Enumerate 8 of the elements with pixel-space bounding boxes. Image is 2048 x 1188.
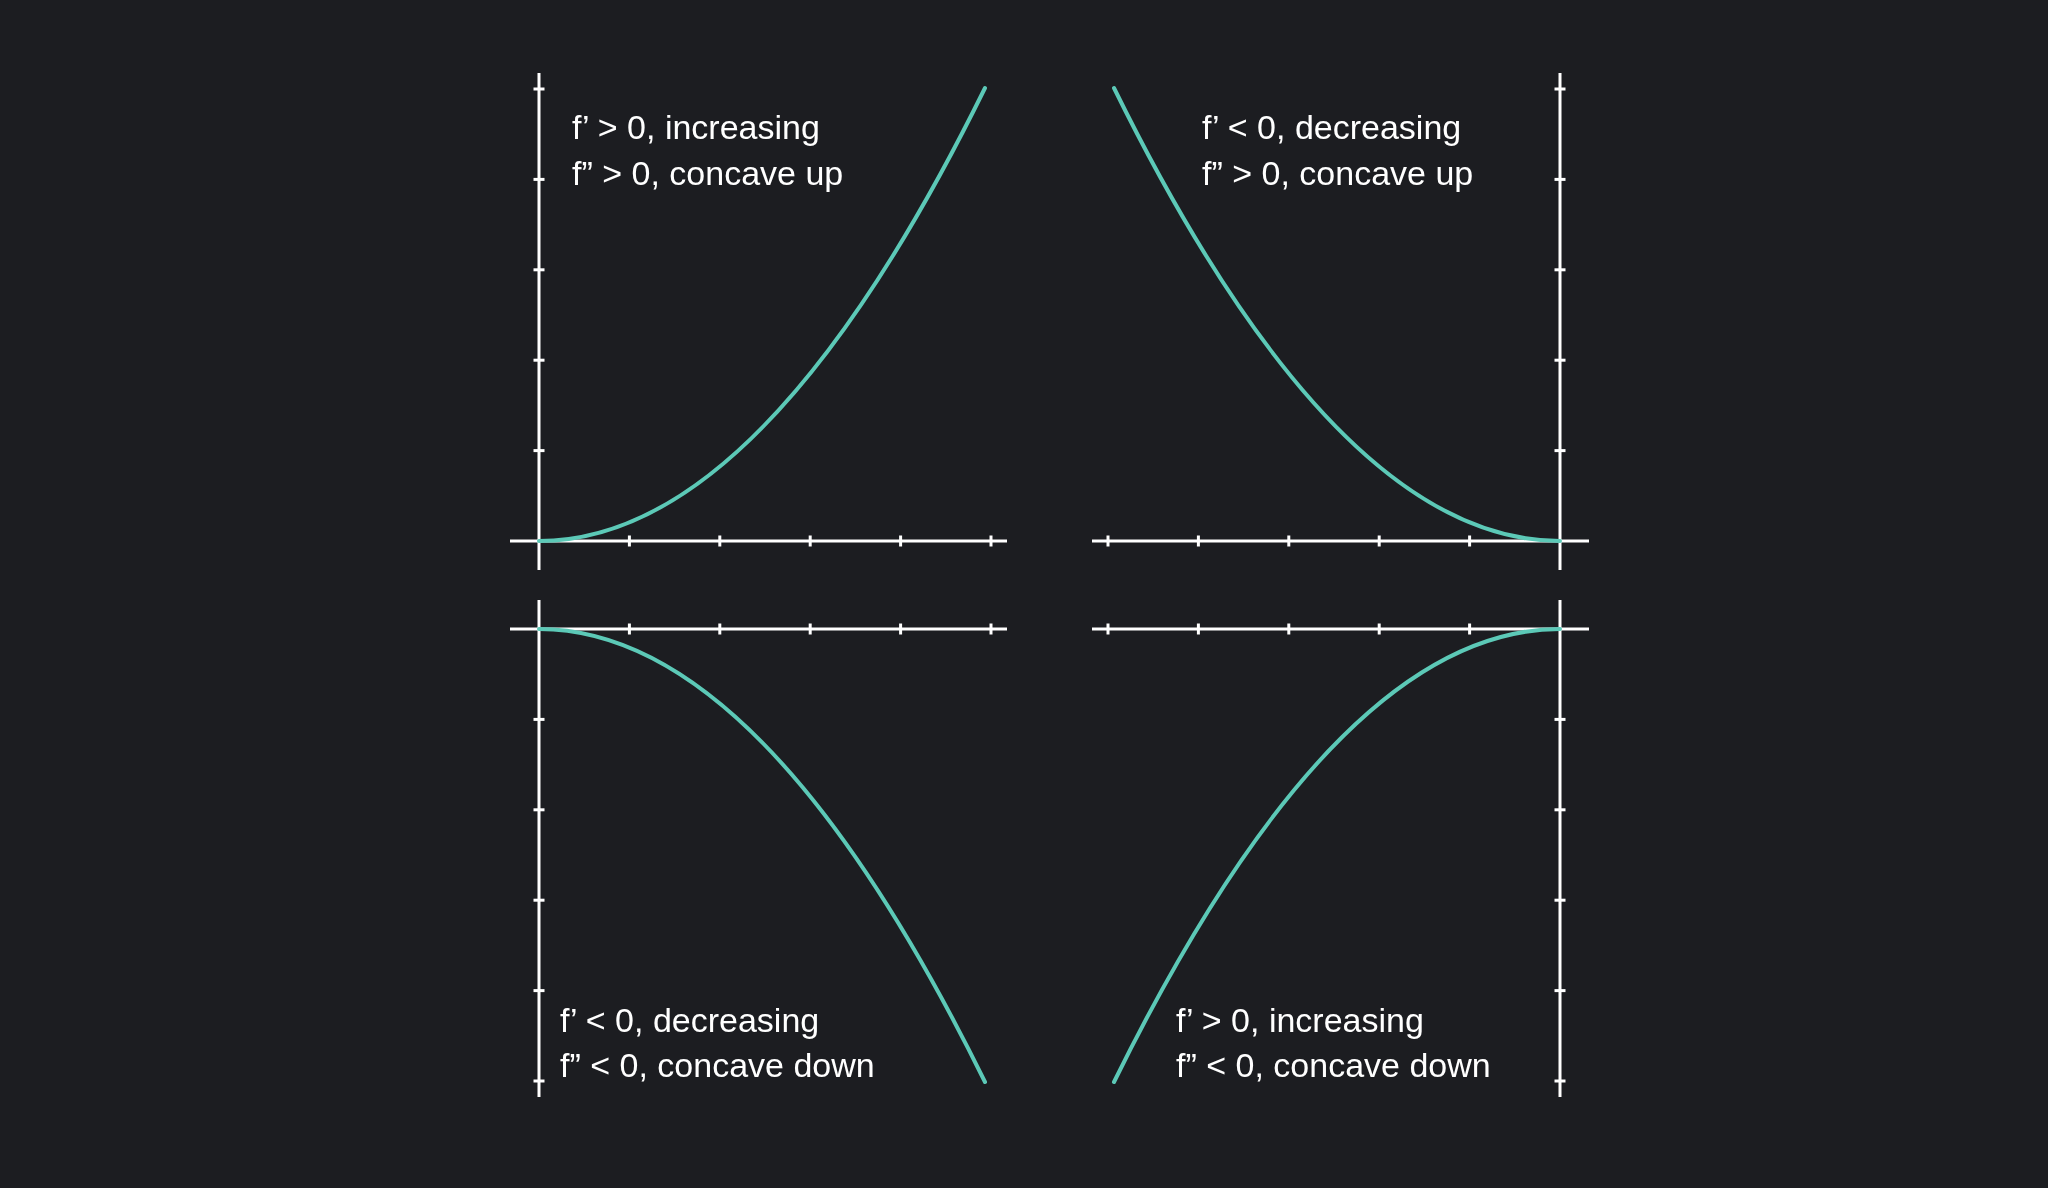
condition-label: f” < 0, concave down [1176, 1045, 1491, 1085]
condition-label: f” < 0, concave down [560, 1045, 875, 1085]
condition-label: f’ > 0, increasing [572, 107, 820, 147]
condition-label: f’ < 0, decreasing [1202, 107, 1462, 147]
condition-label: f’ < 0, decreasing [560, 1000, 820, 1040]
condition-label: f” > 0, concave up [1202, 153, 1474, 193]
condition-label: f” > 0, concave up [572, 153, 844, 193]
condition-label: f’ > 0, increasing [1176, 1000, 1424, 1040]
